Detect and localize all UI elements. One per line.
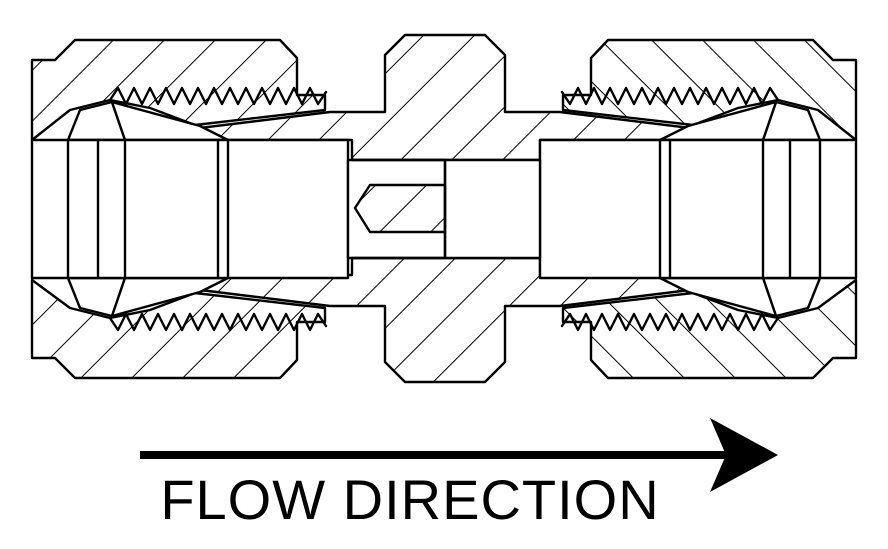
left-nut-lower (30, 278, 327, 380)
right-nut-upper (561, 38, 858, 142)
flow-direction-arrow (140, 418, 778, 492)
left-thread-top (108, 86, 328, 106)
right-nut-lower (561, 278, 858, 380)
left-tube (30, 138, 350, 280)
right-thread-bottom (560, 312, 780, 332)
left-nut-upper (30, 38, 327, 142)
flow-direction-label: FLOW DIRECTION (160, 468, 660, 531)
right-tube (538, 138, 858, 280)
right-thread-top (560, 86, 780, 106)
left-thread-bottom (108, 312, 328, 332)
inner-bore (346, 158, 542, 260)
